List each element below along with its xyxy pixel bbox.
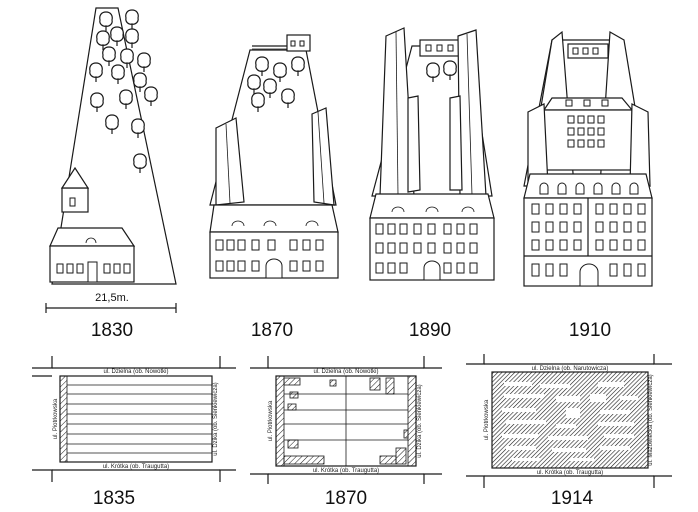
street-north-1914: ul. Dzielna (ob. Narutowicza) [532,366,609,372]
rear-building-1870 [252,34,311,52]
trees-1890 [426,60,457,83]
year-label-1870-plan: 1870 [325,488,367,509]
street-south-1835: ul. Krótka (ob. Traugutta) [103,464,169,470]
street-west-1914: ul. Piotrkowska [484,399,490,440]
plot-lines-1835 [67,384,212,454]
house-1870 [209,204,339,279]
elevation-1910 [523,30,653,287]
house-1890 [369,193,495,281]
elevation-1830: 21,5m. [45,7,177,313]
street-east-1870: ul. Dzika (ob. Sienkiewicza) [417,384,423,457]
year-label-1910: 1910 [569,320,611,341]
street-west-1870: ul. Piotrkowska [268,400,274,441]
year-label-1890: 1890 [409,320,451,341]
windows-1910 [531,203,646,287]
year-label-1830: 1830 [91,320,133,341]
elevation-1890 [369,27,495,281]
elevation-1870 [209,34,339,279]
street-east-1914: ul. Mazowiecka (ob. Sienkiewicza) [648,374,654,465]
buildings-1870 [275,375,417,467]
plan-1914: ul. Dzielna (ob. Narutowicza) ul. Krótka… [466,354,672,488]
street-east-1835: ul. Dzika (ob. Sienkiewicza) [213,382,219,455]
plan-1835: ul. Dzielna (ob. Nowotki) ul. Krótka (ob… [32,356,236,482]
plan-1870: ul. Dzielna (ob. Nowotki) ul. Krótka (ob… [250,356,442,484]
windows-1870 [215,239,324,279]
street-south-1870: ul. Krótka (ob. Traugutta) [313,468,379,474]
elevation-year-labels: 1830 1870 1890 1910 [91,320,611,341]
year-label-1870: 1870 [251,320,293,341]
windows-1910-court [567,115,605,148]
street-north-1835: ul. Dzielna (ob. Nowotki) [103,369,168,375]
streets-1835 [32,356,236,482]
house-1830 [49,227,136,283]
windows-1830 [56,261,131,283]
side-wings-1870 [215,107,335,206]
streets-1914 [466,354,672,488]
streets-1870 [250,356,442,484]
courtyards-1914 [502,382,638,461]
outbuilding-1830 [60,166,90,213]
trees-1870 [247,56,305,113]
side-wings-1890 [379,27,487,197]
dormers-1910 [539,182,639,195]
street-south-1914: ul. Krótka (ob. Traugutta) [537,470,603,476]
windows-1890 [375,223,478,281]
plan-year-labels: 1835 1870 1914 [93,488,594,509]
house-1910 [523,173,653,287]
year-label-1835: 1835 [93,488,135,509]
street-north-1870: ul. Dzielna (ob. Nowotki) [313,369,378,375]
street-west-1835: ul. Piotrkowska [53,398,59,439]
scale-bar: 21,5m. [45,292,177,313]
year-label-1914: 1914 [551,488,594,509]
scale-label: 21,5m. [95,292,129,304]
inner-courtyard-building-1910 [527,97,651,187]
